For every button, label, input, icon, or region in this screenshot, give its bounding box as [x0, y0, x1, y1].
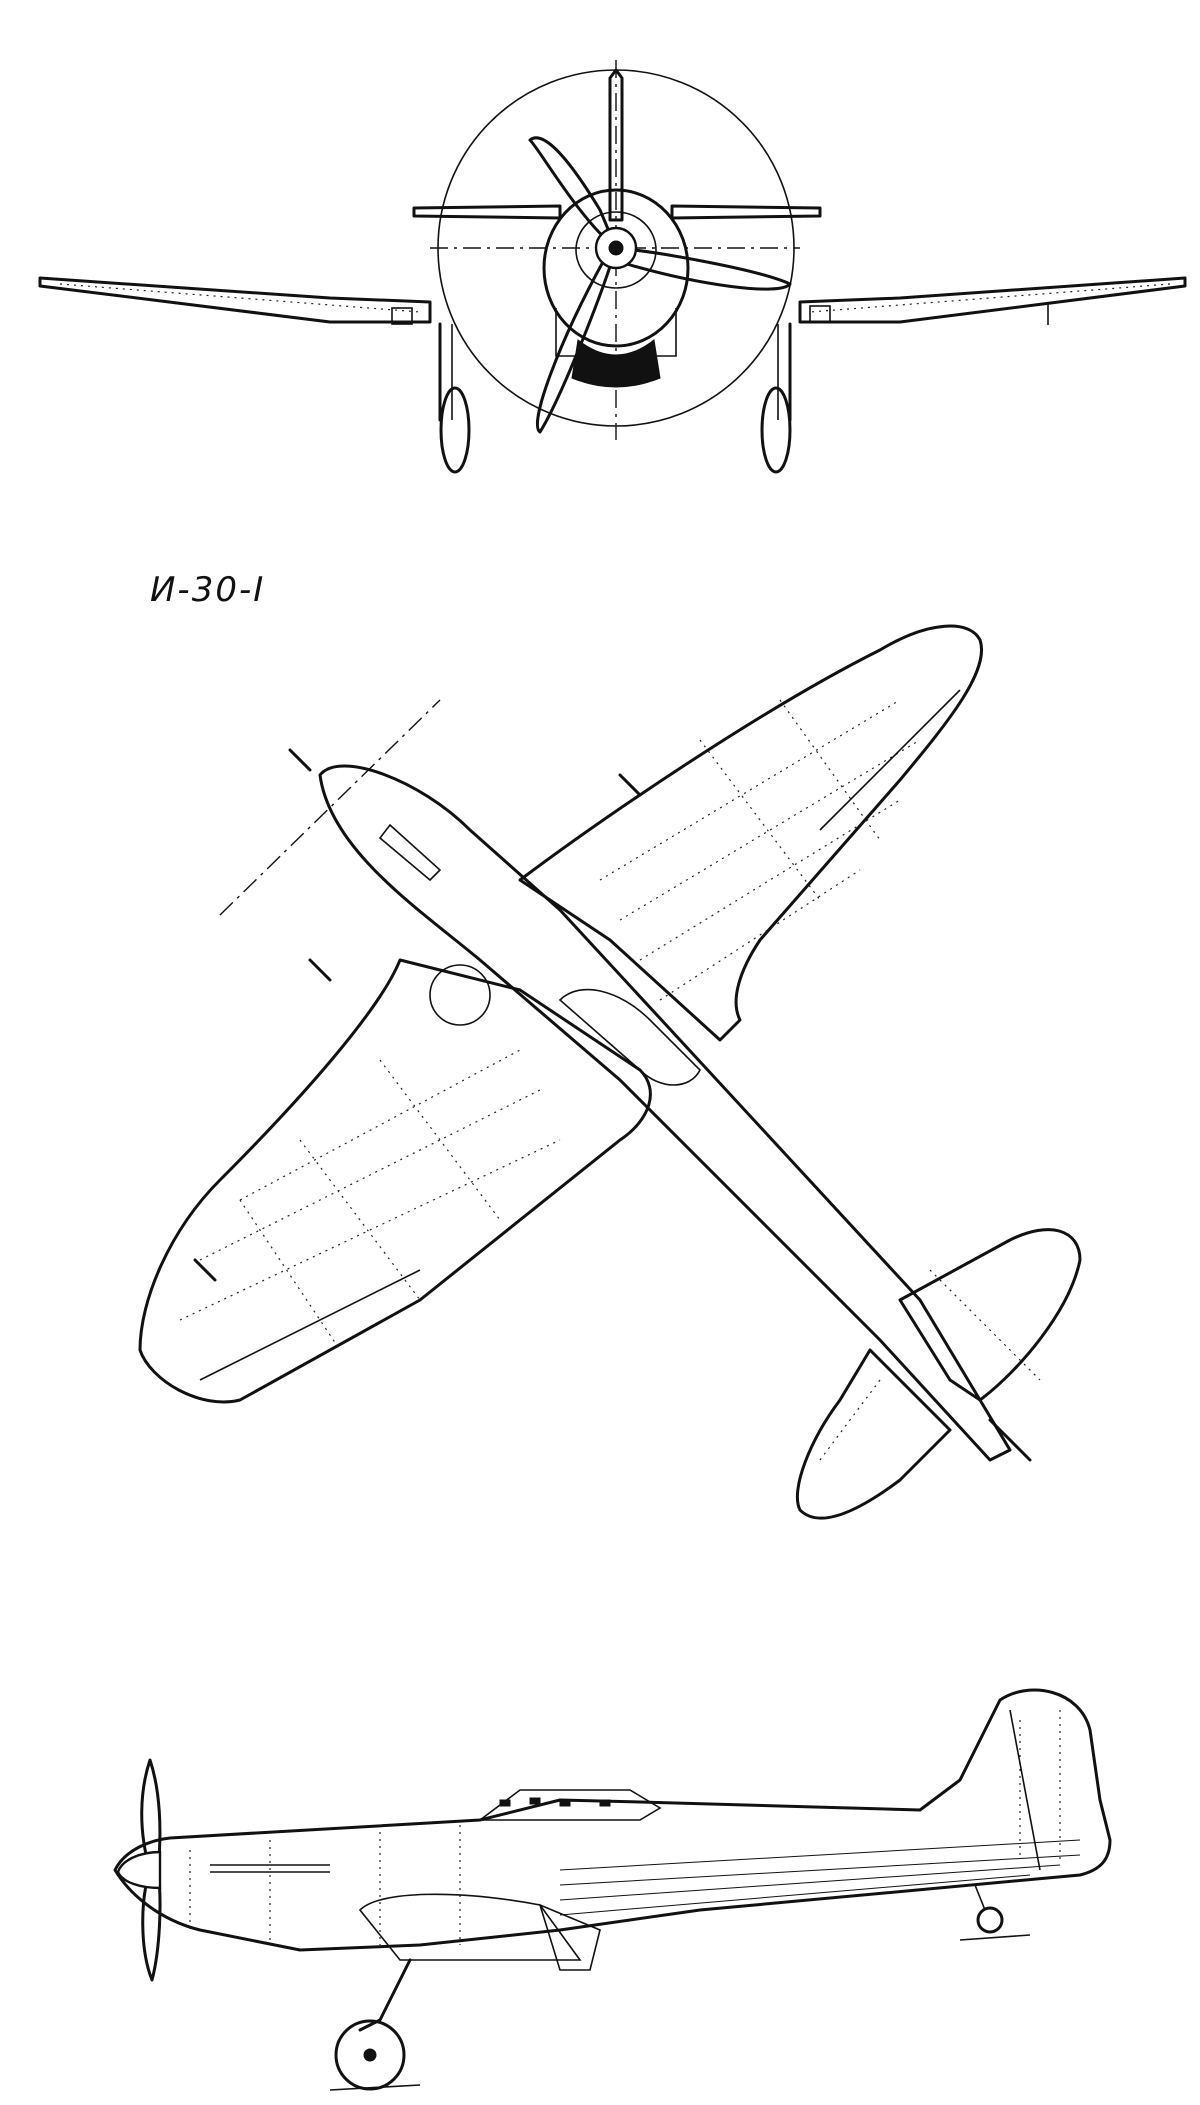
left-wing-plan	[138, 958, 652, 1404]
fuselage-side	[113, 1688, 1112, 1952]
top-view-drawing	[138, 624, 1082, 1520]
thrust-axis-line	[219, 699, 441, 916]
left-wing	[38, 276, 432, 324]
fuselage-front	[542, 188, 690, 348]
wheel-well	[429, 964, 491, 1026]
tail-wheel-side	[976, 1906, 1004, 1934]
radiator-intake	[571, 339, 661, 388]
aircraft-designation-label: И-30-I	[150, 570, 266, 610]
propeller-side	[140, 1758, 162, 1982]
radiator-side	[538, 1903, 601, 1971]
canopy-side	[477, 1789, 662, 1821]
right-wing	[798, 276, 1187, 324]
side-view	[0, 1660, 1200, 2100]
propeller-blade-lower	[535, 246, 618, 434]
front-view-drawing	[38, 60, 1187, 474]
left-tailplane	[412, 204, 562, 220]
propeller-blade-upper	[528, 136, 618, 250]
left-main-wheel	[439, 386, 471, 474]
right-tailplane	[670, 204, 822, 220]
canopy-plan	[558, 988, 701, 1086]
side-view-drawing	[113, 1688, 1112, 2091]
right-wing-plan	[518, 624, 983, 1042]
front-view	[0, 40, 1200, 480]
left-tailplane-plan	[795, 1348, 952, 1520]
right-tailplane-plan	[898, 1228, 1082, 1402]
top-view	[0, 580, 1200, 1540]
main-wheel-side	[334, 2019, 406, 2091]
propeller-blade-right	[614, 246, 792, 291]
fin	[608, 68, 624, 222]
right-main-wheel	[760, 386, 792, 474]
fuselage-plan	[318, 764, 1012, 1462]
spinner-side	[116, 1850, 162, 1890]
